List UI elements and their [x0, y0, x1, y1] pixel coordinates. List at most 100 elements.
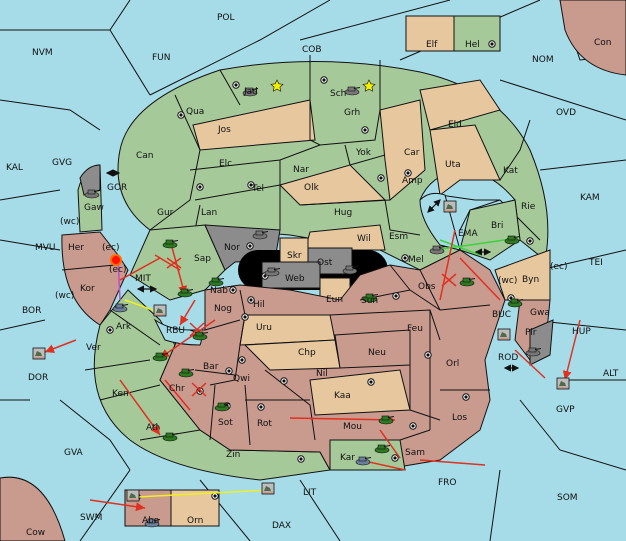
sea-label: NOM	[532, 55, 554, 65]
land-labels: Jad Sch Elf Hel Qua Jos Grh Eld Can Elc …	[68, 40, 550, 526]
land-label: Hel	[465, 40, 480, 50]
sea-label: GVA	[64, 448, 84, 458]
land-label: Orn	[187, 516, 203, 526]
coast-labels: (wc) (ec) (wc) (ec) (wc) (ec)	[55, 217, 568, 301]
coast-label: (wc)	[60, 217, 79, 227]
land-label: Wil	[357, 234, 371, 244]
sea-label: BOR	[22, 306, 41, 316]
land-label: Kor	[80, 284, 95, 294]
sea-label: BUC	[492, 310, 511, 320]
region-elf[interactable]	[405, 15, 455, 52]
land-label: Ost	[317, 258, 333, 268]
land-label: Kat	[503, 166, 518, 176]
sea-labels: POL NVM FUN COB NOM Con OVD KAL GVG GOR …	[6, 13, 619, 538]
coast-label: (wc)	[55, 291, 74, 301]
land-label: Los	[452, 413, 467, 423]
land-label: Tel	[251, 184, 264, 194]
land-label: Ark	[116, 322, 132, 332]
sea-label: ALT	[603, 369, 619, 379]
sea-label: HUP	[572, 327, 591, 337]
land-label: Neu	[368, 348, 386, 358]
sea-label: RBU	[166, 326, 185, 336]
land-label: Kaa	[334, 391, 351, 401]
sea-label: LIT	[303, 488, 317, 498]
land-label: Jos	[217, 125, 231, 135]
region-con[interactable]	[559, 0, 626, 76]
sea-label: Con	[594, 38, 612, 48]
land-label: Nab	[210, 286, 228, 296]
land-label: Olk	[304, 183, 320, 193]
south-borders	[194, 264, 491, 446]
sea-label: SWM	[80, 513, 102, 523]
ferry-arrows	[105, 169, 520, 372]
coast-label: (ec)	[102, 243, 120, 253]
land-label: Bar	[203, 362, 219, 372]
land-label: Bri	[491, 221, 503, 231]
land-label: Sap	[194, 254, 211, 264]
land-label: Amp	[402, 176, 423, 186]
land-label: Uru	[256, 323, 272, 333]
sea-label: POL	[217, 13, 235, 23]
region-nar-tan[interactable]	[379, 99, 426, 201]
land-label: Sam	[405, 448, 425, 458]
land-label: Byn	[522, 275, 539, 285]
sea-label: MIT	[135, 274, 151, 284]
star-icons	[270, 79, 376, 92]
land-label: Obs	[418, 282, 436, 292]
region-her-kor[interactable]	[61, 231, 129, 326]
sea-label: SOM	[557, 493, 578, 503]
sea-label: DAX	[272, 521, 291, 531]
sea-label: FUN	[152, 53, 171, 63]
land-label: Nil	[316, 369, 328, 379]
land-label: Mou	[343, 422, 362, 432]
sea-label: Cow	[26, 528, 45, 538]
land-label: Elc	[219, 159, 232, 169]
land-label: Qwi	[233, 374, 250, 384]
coast-label: (ec)	[550, 262, 568, 272]
land-label: Zin	[226, 450, 240, 460]
sea-label: TEI	[588, 258, 603, 268]
sea-label: NVM	[32, 48, 53, 58]
land-label: Gur	[157, 208, 174, 218]
land-label: Ati	[146, 423, 158, 433]
land-label: Skr	[287, 251, 302, 261]
sea-label: FRO	[438, 478, 457, 488]
order-lines	[44, 229, 581, 512]
land-label: Nog	[214, 304, 232, 314]
region-uta[interactable]	[429, 124, 501, 196]
land-label: Nar	[293, 165, 309, 175]
land-label: Gaw	[84, 203, 104, 213]
land-label: Aba	[142, 516, 159, 526]
sea-label: GOR	[107, 183, 127, 193]
sea-label: KAM	[580, 193, 600, 203]
land-label: Esm	[389, 232, 408, 242]
land-label: Lan	[201, 208, 217, 218]
sea-label: COB	[302, 45, 322, 55]
coast-label: (wc)	[498, 276, 517, 286]
land-label: Feu	[407, 324, 423, 334]
land-label: Chp	[298, 348, 316, 358]
region-gaw-gray	[79, 164, 101, 196]
land-label: Eld	[448, 120, 462, 130]
land-label: Hil	[253, 300, 265, 310]
sea-label: OVD	[556, 108, 576, 118]
sea-label: GVP	[556, 405, 575, 415]
land-label: Sch	[330, 89, 346, 99]
sea-label: MVU	[35, 243, 56, 253]
land-label: Yok	[355, 148, 372, 158]
region-eld[interactable]	[419, 79, 501, 131]
land-label: Eun	[326, 295, 343, 305]
land-label: Nor	[224, 243, 240, 253]
land-label: Rot	[257, 419, 272, 429]
land-label: Gwa	[530, 308, 550, 318]
north-borders	[149, 55, 541, 241]
sea-label: GVG	[52, 158, 72, 168]
land-label: Jad	[243, 87, 258, 97]
land-label: Grh	[344, 108, 360, 118]
region-orn[interactable]	[170, 489, 220, 527]
coast-label: (ec)	[109, 265, 127, 275]
land-label: Sot	[218, 418, 233, 428]
region-jos[interactable]	[192, 99, 316, 151]
land-label: Her	[68, 243, 84, 253]
